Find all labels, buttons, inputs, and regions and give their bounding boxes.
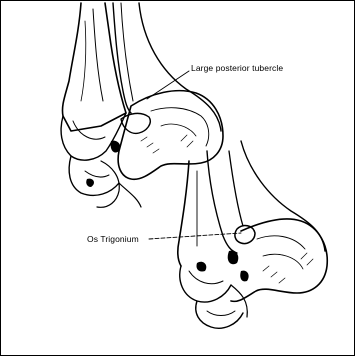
os-trigonum (235, 226, 255, 244)
trigonum-leader-line (149, 233, 241, 239)
upper-posterior-tubercle (121, 113, 150, 133)
upper-ankle (61, 3, 223, 207)
label-large-posterior-tubercle: Large posterior tubercle (191, 63, 283, 73)
tubercle-leader-line (147, 71, 189, 99)
lower-ankle (178, 141, 328, 328)
lower-achilles (241, 141, 325, 251)
label-os-trigonum: Os Trigonium (87, 234, 139, 244)
lower-calcaneus (231, 219, 327, 301)
lower-fibula (229, 151, 243, 226)
lower-tibia (178, 161, 189, 266)
